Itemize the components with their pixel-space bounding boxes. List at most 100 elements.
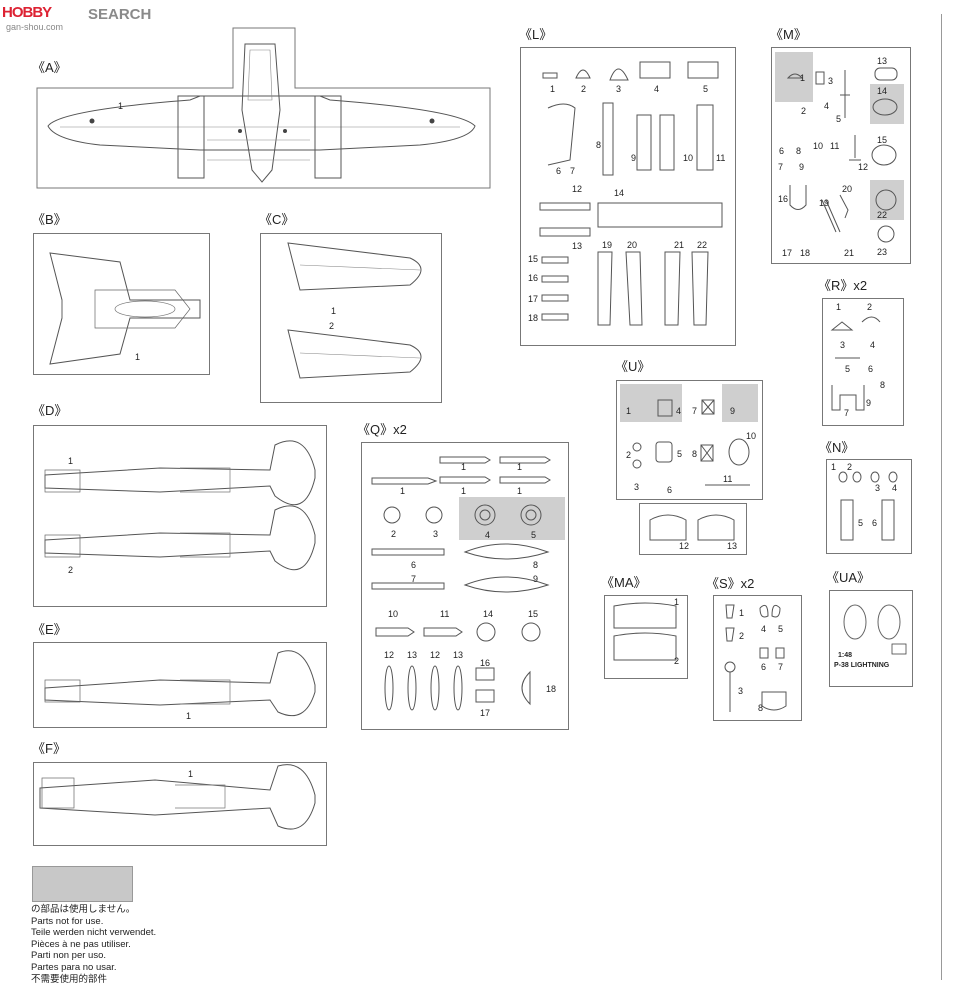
- part-m-22: 22: [877, 210, 888, 220]
- part-r-8: 8: [880, 380, 886, 390]
- section-label-r: 《R》x2: [818, 278, 868, 293]
- part-l-19: 19: [602, 240, 613, 250]
- section-label-e: 《E》: [32, 622, 67, 637]
- part-s-4: 4: [761, 624, 767, 634]
- part-l-6: 6: [556, 166, 562, 176]
- part-u-8: 8: [692, 449, 698, 459]
- part-ma-1: 1: [674, 597, 680, 607]
- part-s-5: 5: [778, 624, 784, 634]
- part-l-20: 20: [627, 240, 638, 250]
- part-r-5: 5: [845, 364, 851, 374]
- unused-parts-swatch: [32, 866, 133, 902]
- part-q-1b: 1: [517, 462, 523, 472]
- part-n-3: 3: [875, 483, 881, 493]
- part-m-1: 1: [800, 73, 806, 83]
- section-label-s: 《S》x2: [706, 576, 755, 591]
- part-l-21: 21: [674, 240, 685, 250]
- sprue-f: [33, 762, 327, 846]
- part-m-3: 3: [828, 76, 834, 86]
- part-m-5: 5: [836, 114, 842, 124]
- section-label-d: 《D》: [32, 403, 68, 418]
- part-u-12: 12: [679, 541, 690, 551]
- part-u-7: 7: [692, 406, 698, 416]
- ua-label-name: P-38 LIGHTNING: [834, 662, 890, 669]
- sprue-q: [361, 442, 569, 730]
- part-a-1: 1: [118, 101, 124, 111]
- part-q-1d: 1: [461, 486, 467, 496]
- part-d-1: 1: [68, 456, 74, 466]
- part-m-2: 2: [801, 106, 807, 116]
- part-m-7: 7: [778, 162, 784, 172]
- legend-ja: の部品は使用しません。: [31, 904, 136, 915]
- section-label-q: 《Q》x2: [357, 422, 407, 437]
- part-q-12b: 12: [430, 650, 441, 660]
- part-m-17: 17: [782, 248, 793, 258]
- part-m-16: 16: [778, 194, 789, 204]
- part-q-6: 6: [411, 560, 417, 570]
- part-b-1: 1: [135, 352, 141, 362]
- part-r-6: 6: [868, 364, 874, 374]
- part-m-18: 18: [800, 248, 811, 258]
- sprue-q-unused-4-5: [459, 497, 565, 540]
- part-m-23: 23: [877, 247, 888, 257]
- part-q-17: 17: [480, 708, 491, 718]
- part-r-2: 2: [867, 302, 873, 312]
- legend-zh: 不需要使用的部件: [31, 973, 108, 985]
- part-q-13b: 13: [453, 650, 464, 660]
- part-q-1e: 1: [517, 486, 523, 496]
- part-l-14: 14: [614, 188, 625, 198]
- watermark-site: gan-shou.com: [6, 22, 64, 32]
- part-u-1: 1: [626, 406, 632, 416]
- part-q-10: 10: [388, 609, 399, 619]
- section-label-u: 《U》: [615, 359, 651, 374]
- part-u-6: 6: [667, 485, 673, 495]
- part-l-2: 2: [581, 84, 587, 94]
- part-s-3: 3: [738, 686, 744, 696]
- part-d-2: 2: [68, 565, 74, 575]
- part-c-1: 1: [331, 306, 337, 316]
- part-q-16: 16: [480, 658, 491, 668]
- part-m-10: 10: [813, 141, 824, 151]
- legend-de: Teile werden nicht verwendet.: [31, 927, 157, 939]
- part-n-5: 5: [858, 518, 864, 528]
- part-l-22: 22: [697, 240, 708, 250]
- part-n-4: 4: [892, 483, 898, 493]
- sprue-s: [713, 595, 802, 721]
- legend-en: Parts not for use.: [31, 915, 104, 927]
- part-u-2: 2: [626, 450, 632, 460]
- part-n-1: 1: [831, 462, 837, 472]
- legend-es: Partes para no usar.: [31, 961, 117, 973]
- part-l-9: 9: [631, 153, 637, 163]
- part-m-20: 20: [842, 184, 853, 194]
- sprue-n: [826, 459, 912, 554]
- part-q-11: 11: [440, 609, 450, 619]
- part-l-3: 3: [616, 84, 622, 94]
- part-u-4: 4: [676, 406, 682, 416]
- part-q-18: 18: [546, 684, 557, 694]
- unused-parts-legend: の部品は使用しません。 Parts not for use. Teile wer…: [31, 904, 156, 985]
- part-q-5: 5: [531, 530, 537, 540]
- part-e-1: 1: [186, 711, 192, 721]
- part-l-5: 5: [703, 84, 709, 94]
- sprue-m-unused-1: [775, 52, 813, 102]
- part-l-15: 15: [528, 254, 539, 264]
- part-q-1c: 1: [400, 486, 406, 496]
- part-r-3: 3: [840, 340, 846, 350]
- part-l-17: 17: [528, 294, 539, 304]
- part-q-15: 15: [528, 609, 539, 619]
- section-label-n: 《N》: [819, 440, 855, 455]
- part-m-4: 4: [824, 101, 830, 111]
- watermark: HOBBY SEARCH gan-shou.com: [0, 0, 160, 34]
- part-m-15: 15: [877, 135, 888, 145]
- part-l-7: 7: [570, 166, 576, 176]
- part-m-11: 11: [830, 141, 840, 151]
- part-l-18: 18: [528, 313, 539, 323]
